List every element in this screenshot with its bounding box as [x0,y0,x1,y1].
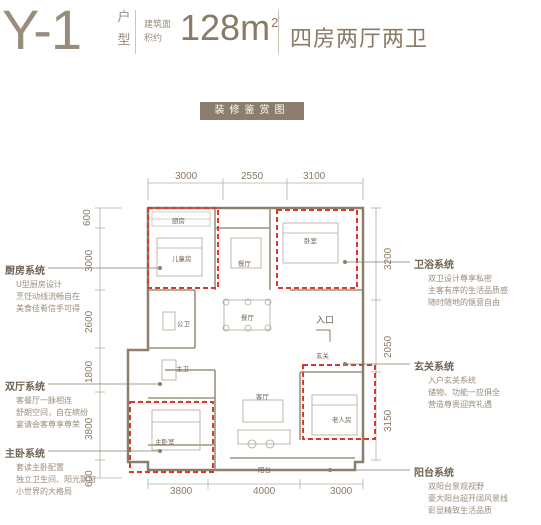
dim-top-2: 2550 [241,171,264,182]
room-label-living-room: 客厅 [256,393,269,401]
dim-right-1: 3200 [383,247,394,270]
dim-bottom-2: 4000 [253,486,276,497]
feature-bath: 卫浴系统 双卫设计尊享私密 主客有序的生活品质感 随时随地的惬意自由 [414,256,534,309]
header-divider [135,10,136,54]
room-label-elder-room: 老人房 [332,416,352,424]
feature-line: 储物、功能一应俱全 [428,388,500,397]
dim-bottom-1: 3800 [170,486,193,497]
dim-top-1: 3000 [175,171,198,182]
callout-dots [158,260,347,472]
dimension-top [147,178,364,200]
dim-bottom-3: 3000 [330,486,353,497]
feature-living-title: 双厅系统 [5,382,45,393]
unit-type-label: 户型 [117,10,131,48]
dim-top-3: 3100 [303,171,326,182]
room-label-foyer: 玄关 [316,352,329,360]
feature-living-body: 客餐厅一脉相连 舒朗空间，自在缤纷 宴请会客尊享尊荣 [5,395,105,431]
feature-living: 双厅系统 客餐厅一脉相连 舒朗空间，自在缤纷 宴请会客尊享尊荣 [5,378,105,431]
area-label: 建筑面积约 [144,20,172,44]
feature-foyer-title: 玄关系统 [414,362,454,373]
room-label-kids-room: 儿童房 [172,255,192,263]
dim-left-1: 600 [82,209,93,226]
feature-balcony-title: 阳台系统 [414,468,454,479]
dim-right-3: 3150 [383,409,394,432]
feature-line: 主客有序的生活品质感 [428,286,508,295]
room-label-entrance: 入口 [316,316,335,326]
feature-line: 豪大阳台超开阔风景线 [428,494,508,503]
highlight-boxes [129,207,376,473]
feature-bath-title: 卫浴系统 [414,260,454,271]
dim-right-2: 2050 [383,335,394,358]
area-unit-sup: 2 [271,15,279,30]
feature-line: 客餐厅一脉相连 [16,396,72,405]
room-label-bedroom: 卧室 [304,237,317,245]
furniture [151,222,358,451]
feature-line: 双阳台景观视野 [428,482,484,491]
kitchen-counter [151,211,211,227]
feature-line: U型厨房设计 [16,280,62,289]
unit-description: 四房两厅两卫 [290,27,429,52]
feature-foyer-body: 入户玄关系统 储物、功能一应俱全 营造尊贵迎宾礼遇 [414,375,534,411]
walls [126,206,365,472]
interior-walls [148,208,363,470]
unit-code: Y-1 [2,0,82,61]
feature-bath-body: 双卫设计尊享私密 主客有序的生活品质感 随时随地的惬意自由 [414,273,534,309]
feature-foyer: 玄关系统 入户玄关系统 储物、功能一应俱全 营造尊贵迎宾礼遇 [414,358,534,411]
area-number: 128m [180,7,271,48]
feature-master-title: 主卧系统 [5,449,45,460]
feature-balcony: 阳台系统 双阳台景观视野 豪大阳台超开阔风景线 彰显精致生活品质 [414,464,539,517]
feature-line: 独立卫生间、阳光飘窗 [16,475,96,484]
feature-line: 宴请会客尊享尊荣 [16,420,80,429]
area-value: 128m2 [180,10,278,46]
callout-lines [48,261,410,471]
feature-kitchen-body: U型厨房设计 烹饪动线流畅自在 美食佳肴信手可得 [5,279,105,315]
room-label-public-bath: 公卫 [177,320,190,328]
header-divider [278,10,279,54]
feature-balcony-body: 双阳台景观视野 豪大阳台超开阔风景线 彰显精致生活品质 [414,481,539,517]
dimension-left [95,207,122,479]
entrance-marker [316,329,331,342]
room-label-dining-hall: 餐厅 [241,314,254,322]
feature-line: 烹饪动线流畅自在 [16,292,80,301]
room-label-master-bath: 主卫 [176,365,189,373]
room-label-kitchen: 厨房 [172,217,185,225]
room-label-dining-room: 餐厅 [238,260,251,268]
feature-line: 舒朗空间，自在缤纷 [16,408,88,417]
feature-line: 套读主卧配置 [16,463,64,472]
dimension-bottom [147,479,364,489]
feature-kitchen: 厨房系统 U型厨房设计 烹饪动线流畅自在 美食佳肴信手可得 [5,262,105,315]
feature-master-body: 套读主卧配置 独立卫生间、阳光飘窗 小世界的大格局 [5,462,105,498]
feature-line: 随时随地的惬意自由 [428,298,500,307]
feature-kitchen-title: 厨房系统 [5,266,45,277]
feature-line: 美食佳肴信手可得 [16,304,80,313]
room-label-master-bedroom: 主卧室 [155,438,175,446]
feature-line: 营造尊贵迎宾礼遇 [428,400,492,409]
section-badge: 装修鉴赏图 [200,102,304,120]
feature-line: 小世界的大格局 [16,487,72,496]
room-label-balcony: 阳台 [258,466,271,474]
feature-line: 彰显精致生活品质 [428,506,492,515]
feature-master: 主卧系统 套读主卧配置 独立卫生间、阳光飘窗 小世界的大格局 [5,445,105,498]
feature-line: 入户玄关系统 [428,376,476,385]
feature-line: 双卫设计尊享私密 [428,274,492,283]
